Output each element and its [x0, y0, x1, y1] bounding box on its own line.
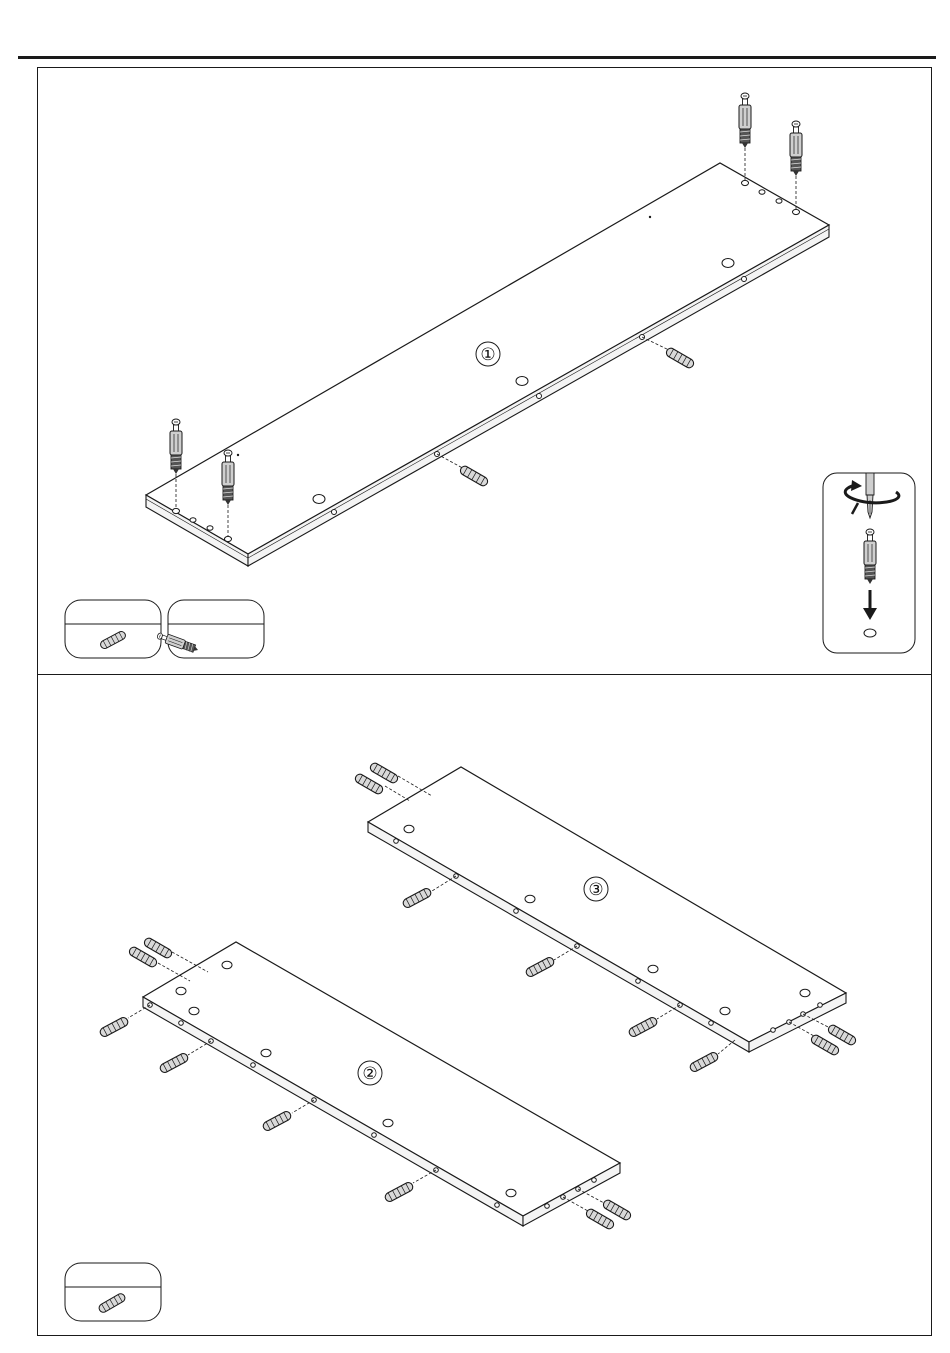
board-3-label: ③ [584, 877, 608, 901]
board-3 [368, 767, 846, 1052]
board-1-label: ① [476, 342, 500, 366]
parts-legend-upper [65, 600, 264, 658]
board-2-label: ② [358, 1061, 382, 1085]
header-rule [18, 56, 936, 59]
parts-legend-lower [65, 1263, 161, 1321]
board-label-3: ③ [588, 880, 603, 900]
detail-callout [823, 473, 915, 653]
board-label-1: ① [480, 345, 495, 365]
board-2 [143, 942, 620, 1226]
hole-icon [864, 629, 876, 637]
board-label-2: ② [362, 1064, 377, 1084]
